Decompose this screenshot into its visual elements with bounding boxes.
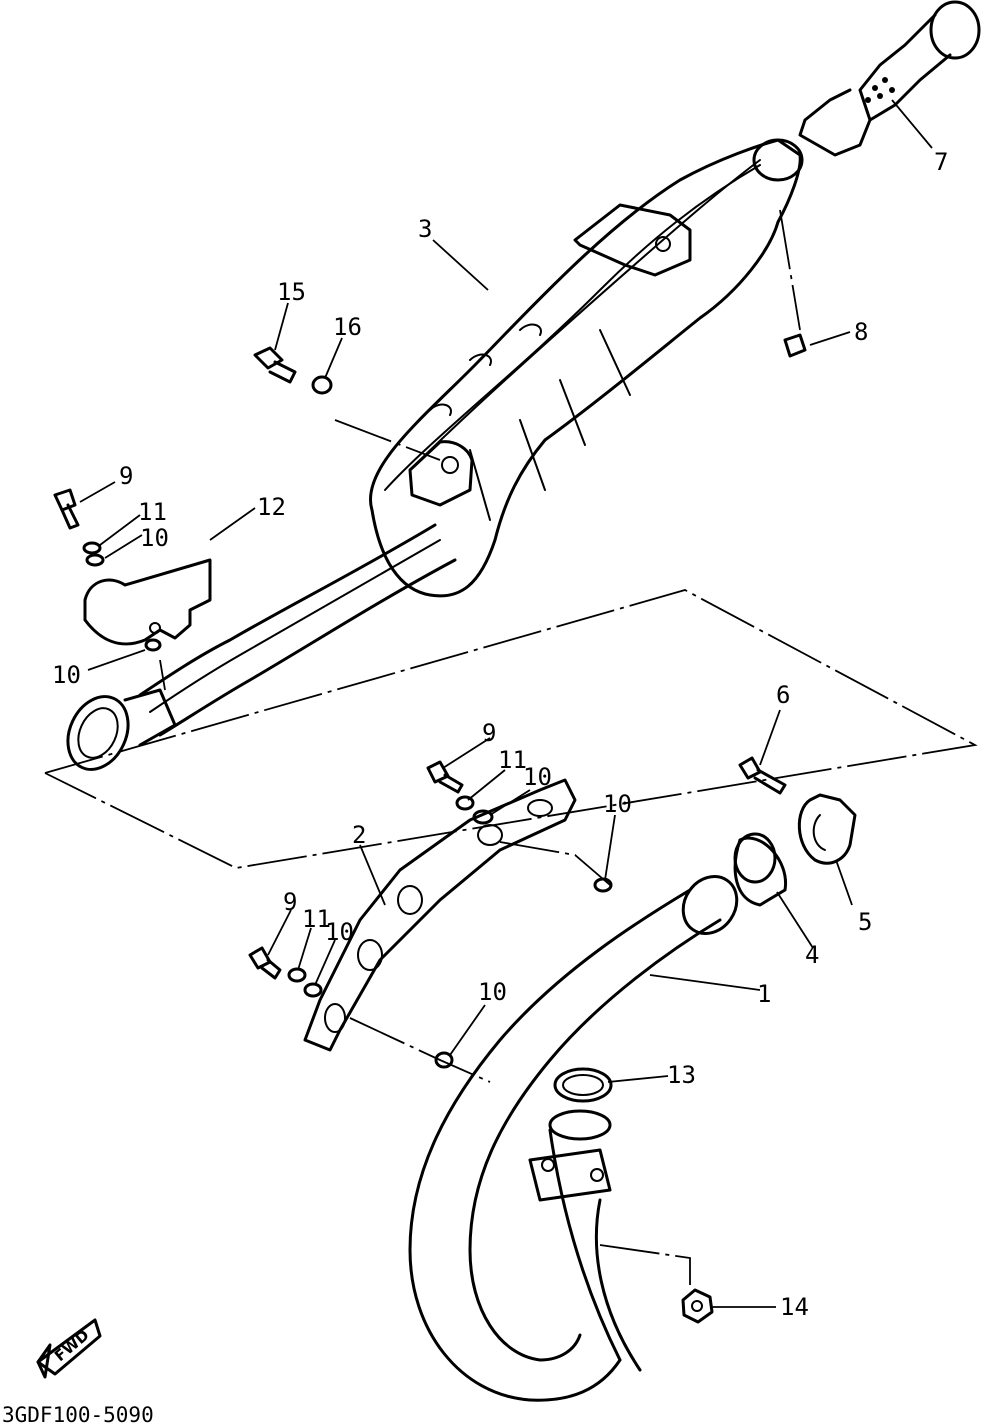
callout-15: 15 — [277, 278, 306, 306]
callout-4: 4 — [805, 941, 819, 969]
callout-14: 14 — [780, 1293, 809, 1321]
callout-8: 8 — [854, 318, 868, 346]
callout-10a: 10 — [140, 524, 169, 552]
callout-6: 6 — [776, 681, 790, 709]
spark-arrester — [798, 0, 981, 157]
callout-9c: 9 — [283, 888, 297, 916]
callout-10d: 10 — [603, 790, 632, 818]
callout-10b: 10 — [52, 661, 81, 689]
protector-bracket — [83, 558, 212, 646]
callout-1: 1 — [757, 980, 771, 1008]
clamp — [797, 793, 857, 865]
leader-lines — [79, 99, 933, 1308]
callout-11c: 11 — [302, 905, 331, 933]
fasteners — [53, 333, 807, 1324]
fwd-arrow: FWD — [36, 1318, 102, 1379]
callout-9a: 9 — [119, 462, 133, 490]
callout-10c: 10 — [523, 763, 552, 791]
muffler — [66, 138, 804, 771]
callout-10f: 10 — [478, 978, 507, 1006]
callout-9b: 9 — [482, 719, 496, 747]
callout-16: 16 — [333, 313, 362, 341]
callout-11b: 11 — [498, 746, 527, 774]
callout-2: 2 — [352, 821, 366, 849]
drawing-code: 3GDF100-5090 — [2, 1403, 154, 1427]
exhaust-pipe — [408, 875, 739, 1402]
callout-5: 5 — [858, 908, 872, 936]
callout-3: 3 — [418, 215, 432, 243]
callout-numbers: 1 2 3 4 5 6 7 8 9 9 9 10 10 10 10 10 10 … — [52, 148, 948, 1321]
callout-12: 12 — [257, 493, 286, 521]
callout-7: 7 — [934, 148, 948, 176]
joint — [733, 832, 787, 907]
gasket — [553, 1067, 613, 1103]
callout-11a: 11 — [138, 498, 167, 526]
heat-protector — [303, 778, 577, 1052]
callout-10e: 10 — [325, 918, 354, 946]
callout-13: 13 — [667, 1061, 696, 1089]
